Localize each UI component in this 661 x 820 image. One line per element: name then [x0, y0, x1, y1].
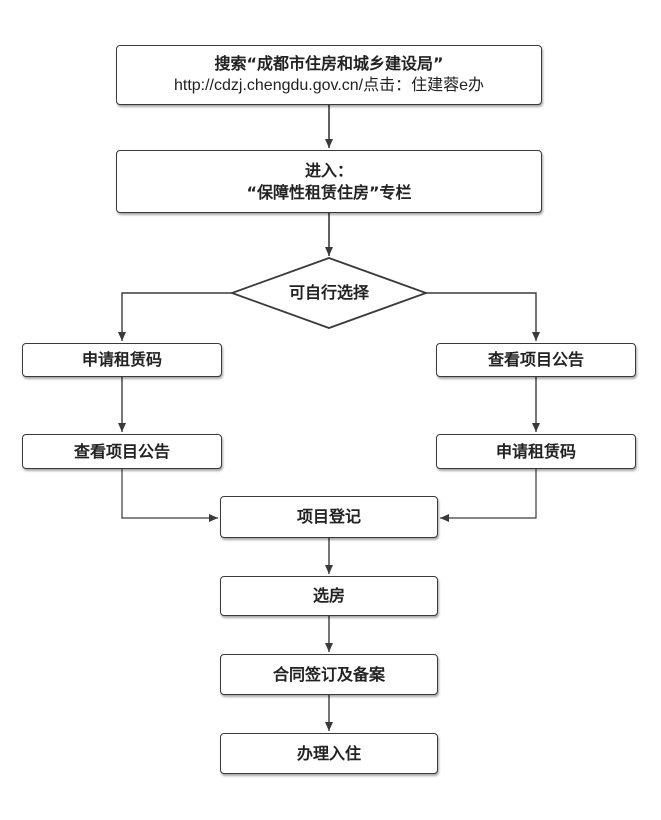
- project-register-label: 项目登记: [296, 507, 361, 526]
- move-in-box: 办理入住: [220, 733, 438, 774]
- right-view-notice-label: 查看项目公告: [487, 350, 584, 369]
- right-view-notice-box: 查看项目公告: [436, 343, 636, 377]
- search-step-title: 搜索“成都市住房和城乡建设局”: [214, 54, 444, 73]
- search-step-box: 搜索“成都市住房和城乡建设局” http://cdzj.chengdu.gov.…: [116, 45, 542, 105]
- decision-label: 可自行选择: [288, 283, 369, 302]
- left-apply-code-label: 申请租赁码: [81, 350, 162, 369]
- choose-house-box: 选房: [220, 576, 438, 616]
- left-apply-code-box: 申请租赁码: [22, 343, 222, 377]
- arrow-left-to-register: [121, 469, 218, 522]
- contract-box: 合同签订及备案: [220, 654, 438, 695]
- project-register-box: 项目登记: [220, 496, 438, 538]
- contract-label: 合同签订及备案: [272, 664, 385, 684]
- right-apply-code-box: 申请租赁码: [436, 434, 636, 469]
- enter-column-name: “保障性租赁住房”专栏: [246, 182, 412, 202]
- arrow-right-to-register: [440, 469, 537, 522]
- left-view-notice-label: 查看项目公告: [73, 441, 170, 461]
- enter-column-box: 进入： “保障性租赁住房”专栏: [116, 150, 542, 213]
- search-step-url: http://cdzj.chengdu.gov.cn/点击：住建蓉e办: [173, 77, 485, 94]
- arrow-decision-to-left: [118, 292, 232, 341]
- move-in-label: 办理入住: [296, 743, 361, 763]
- left-view-notice-box: 查看项目公告: [22, 434, 222, 469]
- enter-column-title: 进入：: [304, 160, 353, 180]
- choose-house-label: 选房: [312, 586, 345, 605]
- right-apply-code-label: 申请租赁码: [495, 441, 576, 461]
- decision-diamond: [229, 257, 429, 329]
- arrow-decision-to-right: [426, 292, 540, 341]
